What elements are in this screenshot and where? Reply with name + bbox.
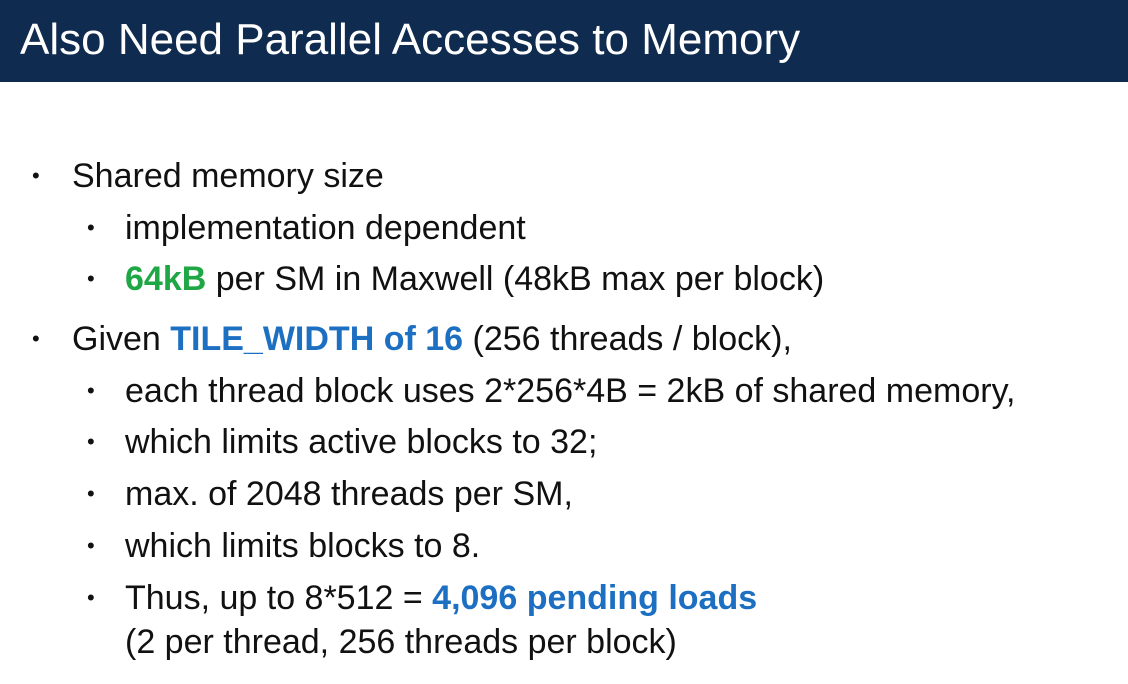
highlight-64kb: 64kB: [125, 260, 207, 298]
sub-bullet-thread-block-shared-memory: • each thread block uses 2*256*4B = 2kB …: [87, 371, 1016, 411]
sub-bullet-implementation-dependent: • implementation dependent: [87, 208, 526, 248]
slide-title: Also Need Parallel Accesses to Memory: [20, 15, 801, 64]
bullet-text-pre: Given: [72, 320, 171, 358]
bullet-icon: •: [87, 429, 95, 454]
sub-bullet-max-threads-per-sm: • max. of 2048 threads per SM,: [87, 474, 573, 514]
bullet-icon: •: [87, 585, 95, 610]
sub-bullet-text-pre: Thus, up to 8*512 =: [125, 579, 433, 617]
title-bar: Also Need Parallel Accesses to Memory: [0, 0, 1128, 82]
sub-bullet-text: which limits active blocks to 32;: [125, 423, 598, 461]
bullet-text-post: (256 threads / block),: [463, 320, 792, 358]
sub-bullet-text: implementation dependent: [125, 209, 526, 247]
bullet-icon: •: [87, 215, 95, 240]
bullet-item-given-tile-width: • Given TILE_WIDTH of 16 (256 threads / …: [32, 319, 792, 359]
bullet-icon: •: [87, 266, 95, 291]
sub-bullet-text: max. of 2048 threads per SM,: [125, 475, 573, 513]
sub-bullet-pending-loads-continuation: (2 per thread, 256 threads per block): [125, 623, 677, 661]
highlight-tile-width: TILE_WIDTH of 16: [170, 320, 464, 358]
bullet-icon: •: [87, 533, 95, 558]
sub-bullet-text: per SM in Maxwell (48kB max per block): [206, 260, 825, 298]
bullet-icon: •: [87, 481, 95, 506]
sub-bullet-64kb-per-sm: • 64kB per SM in Maxwell (48kB max per b…: [87, 259, 825, 299]
bullet-icon: •: [32, 326, 40, 351]
bullet-item-shared-memory-size: • Shared memory size: [32, 156, 384, 196]
highlight-pending-loads: 4,096 pending loads: [432, 579, 758, 617]
sub-bullet-limits-active-blocks: • which limits active blocks to 32;: [87, 422, 598, 462]
sub-bullet-text: each thread block uses 2*256*4B = 2kB of…: [125, 372, 1016, 410]
bullet-icon: •: [32, 163, 40, 188]
sub-bullet-pending-loads: • Thus, up to 8*512 = 4,096 pending load…: [87, 578, 758, 618]
bullet-icon: •: [87, 378, 95, 403]
bullet-text: Shared memory size: [72, 157, 384, 195]
sub-bullet-text: which limits blocks to 8.: [125, 527, 481, 565]
sub-bullet-limits-blocks-to-8: • which limits blocks to 8.: [87, 526, 481, 566]
